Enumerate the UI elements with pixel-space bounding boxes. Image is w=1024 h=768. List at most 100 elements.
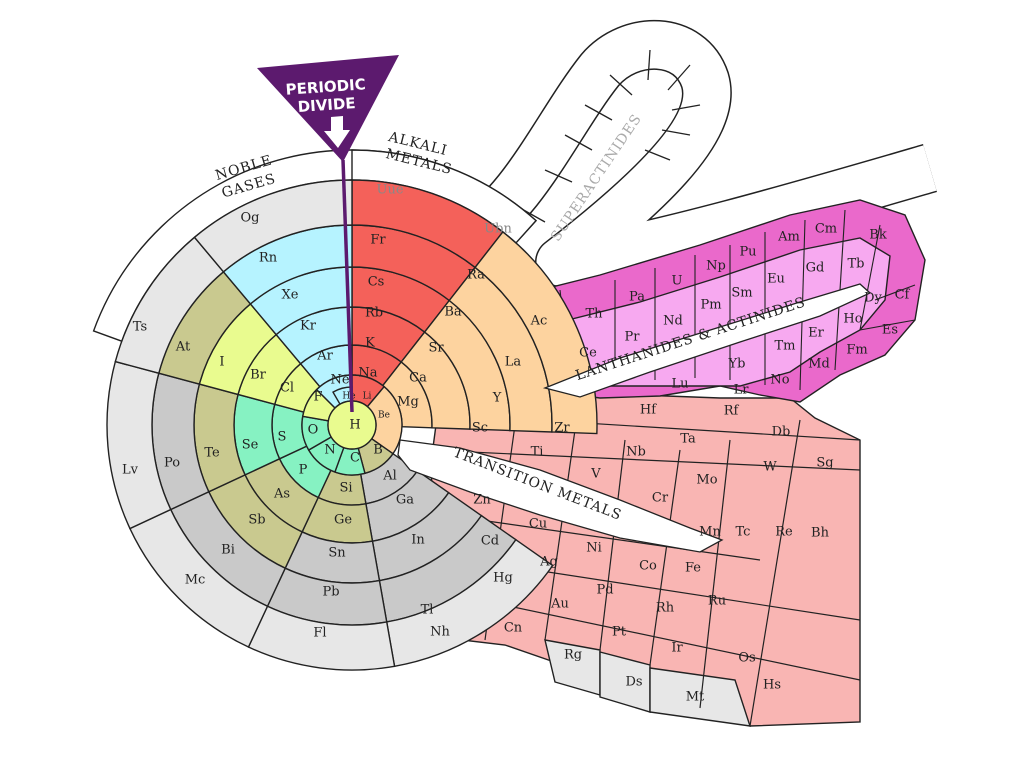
element-Po: Po <box>164 456 180 471</box>
element-Cm: Cm <box>815 222 837 237</box>
transition-cell-divider <box>749 419 801 727</box>
element-Se: Se <box>242 438 259 453</box>
element-Pu: Pu <box>739 245 756 260</box>
element-Cr: Cr <box>652 491 669 506</box>
transition-cell-divider <box>544 429 576 641</box>
element-Ubn: Ubn <box>484 222 512 237</box>
element-Rb: Rb <box>365 306 383 321</box>
transition-cell-divider <box>469 451 861 471</box>
element-Re: Re <box>775 525 793 540</box>
transition-cell-divider <box>479 599 861 681</box>
element-Lr: Lr <box>734 383 750 398</box>
element-V: V <box>590 467 601 482</box>
element-Al: Al <box>382 469 397 484</box>
element-Br: Br <box>250 368 267 383</box>
element-Am: Am <box>777 230 800 245</box>
transition-inner-gap <box>397 439 724 553</box>
element-Es: Es <box>882 323 898 338</box>
element-Bk: Bk <box>869 228 887 243</box>
element-Bh: Bh <box>811 526 830 541</box>
element-Ba: Ba <box>444 305 462 320</box>
element-Pm: Pm <box>700 298 721 313</box>
element-Np: Np <box>706 259 726 274</box>
element-Ta: Ta <box>680 432 696 447</box>
element-Cd: Cd <box>481 534 499 549</box>
element-Rh: Rh <box>656 601 675 616</box>
element-Uue: Uue <box>376 183 403 198</box>
down-arrow-icon <box>324 116 350 148</box>
element-Ra: Ra <box>467 268 485 283</box>
element-Sc: Sc <box>472 421 488 436</box>
periodic-divide-label-2: DIVIDE <box>297 94 356 116</box>
overlay-shapes <box>397 283 872 553</box>
element-I: I <box>219 355 224 370</box>
element-No: No <box>770 373 789 388</box>
element-Os: Os <box>738 651 755 666</box>
element-Mc: Mc <box>185 573 206 588</box>
element-Pa: Pa <box>629 290 645 305</box>
element-Sb: Sb <box>248 513 265 528</box>
element-Y: Y <box>492 391 502 406</box>
element-Hs: Hs <box>763 678 781 693</box>
element-Rf: Rf <box>724 404 740 419</box>
element-Te: Te <box>204 446 220 461</box>
element-In: In <box>411 533 425 548</box>
element-W: W <box>763 460 777 475</box>
superactinide-cell-divider <box>564 134 593 151</box>
element-Mo: Mo <box>696 473 717 488</box>
element-Ho: Ho <box>843 312 862 327</box>
element-Er: Er <box>808 326 824 341</box>
superactinide-cell-divider <box>644 149 671 161</box>
superactinide-cell-divider <box>661 129 691 136</box>
element-Ir: Ir <box>671 641 683 656</box>
element-Cs: Cs <box>368 275 385 290</box>
element-Lv: Lv <box>122 463 139 478</box>
element-Ts: Ts <box>133 320 147 335</box>
element-Fl: Fl <box>313 626 326 641</box>
element-Mn: Mn <box>699 525 721 540</box>
periodic-divide-line <box>341 159 354 413</box>
element-Sm: Sm <box>731 286 752 301</box>
element-O: O <box>308 423 319 438</box>
element-At: At <box>175 340 191 355</box>
element-Pr: Pr <box>625 330 641 345</box>
transition-cell-divider <box>479 519 761 561</box>
element-Ti: Ti <box>531 445 544 460</box>
element-C: C <box>350 451 360 466</box>
element-Au: Au <box>550 597 569 612</box>
element-Dy: Dy <box>864 291 882 306</box>
element-Ru: Ru <box>708 594 726 609</box>
superactinide-cell-divider <box>544 169 573 183</box>
superactinide-cell-divider <box>667 64 691 91</box>
element-Cf: Cf <box>895 288 911 303</box>
transition-cell-divider <box>699 439 731 709</box>
element-Og: Og <box>241 211 260 226</box>
element-K: K <box>365 336 375 351</box>
transition-cell-divider <box>649 449 681 666</box>
element-Rg: Rg <box>564 648 582 663</box>
element-Fe: Fe <box>685 561 701 576</box>
superactinides-band <box>459 21 937 286</box>
element-Li: Li <box>363 392 372 402</box>
element-Hg: Hg <box>493 571 513 586</box>
element-Ag: Ag <box>539 555 558 570</box>
element-Sr: Sr <box>428 341 444 356</box>
element-Bi: Bi <box>221 543 235 558</box>
element-Cl: Cl <box>280 381 294 396</box>
element-Ge: Ge <box>334 513 352 528</box>
element-Db: Db <box>772 425 791 440</box>
element-Yb: Yb <box>728 357 746 372</box>
spiral-cell-Og <box>193 179 353 273</box>
lanthanide-inner-gap <box>542 283 872 398</box>
element-Mt: Mt <box>686 690 705 705</box>
element-Ga: Ga <box>396 493 414 508</box>
element-Xe: Xe <box>282 288 299 303</box>
element-Fm: Fm <box>846 343 867 358</box>
element-Hf: Hf <box>640 403 657 418</box>
element-Tb: Tb <box>848 257 865 272</box>
superactinide-cell-divider <box>671 104 701 111</box>
element-Ni: Ni <box>586 541 602 556</box>
element-Be: Be <box>378 411 390 421</box>
element-Ca: Ca <box>409 371 427 386</box>
